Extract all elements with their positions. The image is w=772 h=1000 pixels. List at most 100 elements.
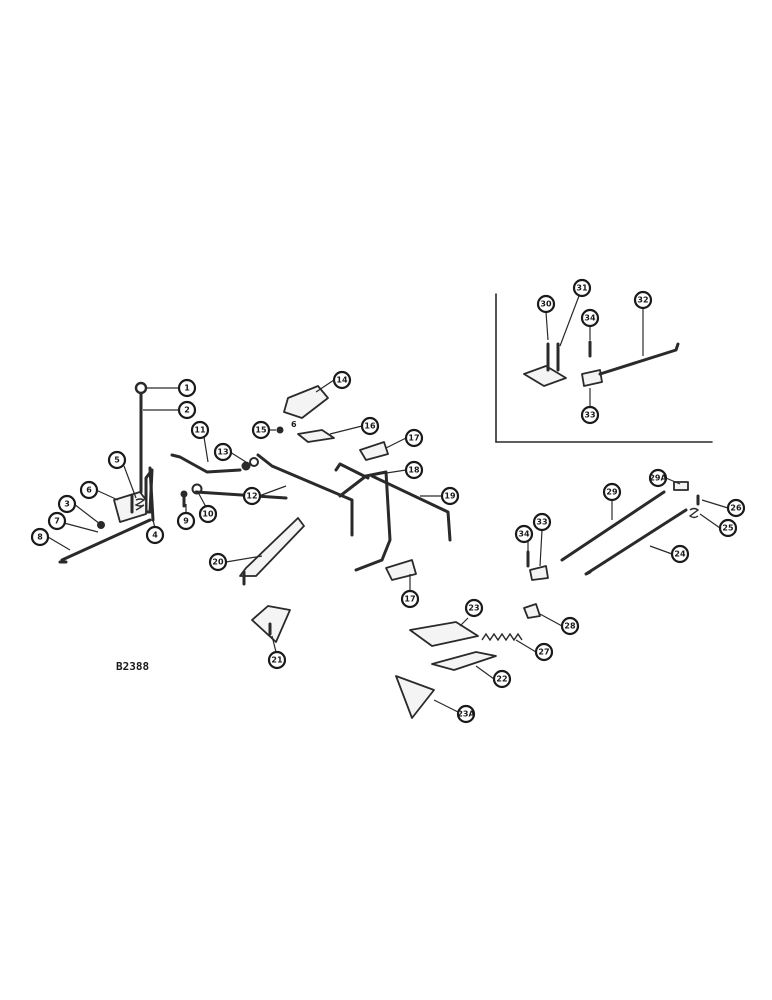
callout-label: 28 bbox=[564, 622, 576, 631]
part-20-arm bbox=[239, 517, 305, 586]
callout: 14 bbox=[332, 370, 352, 390]
part-16-bracket bbox=[297, 429, 335, 443]
callout-label: 21 bbox=[271, 656, 283, 665]
part-17-lower-clip bbox=[385, 559, 417, 581]
part-31-clevis bbox=[546, 342, 560, 372]
callout-label: 34 bbox=[584, 314, 596, 323]
callout-label: 31 bbox=[576, 284, 588, 293]
callout-label: 16 bbox=[364, 422, 376, 431]
part-22-plate bbox=[431, 651, 497, 671]
callout-label: 24 bbox=[674, 550, 686, 559]
stray-label: 6 bbox=[291, 420, 297, 429]
callout-label: 4 bbox=[152, 531, 158, 540]
part-30-plate bbox=[523, 365, 567, 387]
callout: 12 bbox=[242, 486, 262, 506]
part-12-rod bbox=[194, 453, 354, 537]
callout: 16 bbox=[360, 416, 380, 436]
callout: 31 bbox=[572, 278, 592, 298]
callout-label: 10 bbox=[202, 510, 214, 519]
callout: 32 bbox=[633, 290, 653, 310]
callout-label: 17 bbox=[408, 434, 419, 443]
callout: 27 bbox=[534, 642, 554, 662]
callout: 33 bbox=[532, 512, 552, 532]
part-15-bolt bbox=[276, 426, 284, 434]
part-29A-fitting bbox=[673, 481, 689, 491]
callout: 17 bbox=[404, 428, 424, 448]
callout-label: 14 bbox=[336, 376, 348, 385]
callout-label: 33 bbox=[584, 411, 595, 420]
part-23A-plate bbox=[395, 675, 435, 719]
callout: 20 bbox=[208, 552, 228, 572]
part-5-spring bbox=[134, 498, 146, 511]
callout: 10 bbox=[198, 504, 218, 524]
callout-label: 33 bbox=[536, 518, 547, 527]
callout: 13 bbox=[213, 442, 233, 462]
callout: 23A bbox=[456, 704, 475, 724]
callout-label: 6 bbox=[86, 486, 92, 495]
callout: 23 bbox=[464, 598, 484, 618]
callout-label: 12 bbox=[246, 492, 257, 501]
callout-label: 15 bbox=[255, 426, 267, 435]
callout-label: 7 bbox=[54, 517, 60, 526]
part-19-rod bbox=[370, 474, 452, 542]
callout-label: 17 bbox=[404, 595, 415, 604]
callout: 4 bbox=[145, 525, 165, 545]
callout: 8 bbox=[30, 527, 50, 547]
callout: 29 bbox=[602, 482, 622, 502]
callout-label: 27 bbox=[538, 648, 549, 657]
callout: 9 bbox=[176, 511, 196, 531]
callout: 7 bbox=[47, 511, 67, 531]
callout-label: 22 bbox=[496, 675, 507, 684]
part-7-8-shaft bbox=[58, 518, 152, 564]
callout-label: 3 bbox=[64, 500, 70, 509]
callout: 15 bbox=[251, 420, 271, 440]
leader-lines bbox=[47, 287, 729, 713]
part-33-lower-yoke bbox=[529, 565, 549, 581]
part-28-clip bbox=[523, 603, 541, 619]
part-23-plate bbox=[409, 621, 479, 647]
inset-frame bbox=[495, 293, 713, 443]
callout: 21 bbox=[267, 650, 287, 670]
part-14-plate bbox=[283, 385, 329, 419]
callout: 5 bbox=[107, 450, 127, 470]
part-32-rod bbox=[598, 342, 680, 376]
callout: 34 bbox=[514, 524, 534, 544]
callout: 1 bbox=[177, 378, 197, 398]
callout: 29A bbox=[648, 468, 667, 488]
callout-label: 20 bbox=[212, 558, 224, 567]
callout-label: 18 bbox=[408, 466, 420, 475]
figure-reference: B2388 bbox=[116, 660, 149, 673]
callout: 11 bbox=[190, 420, 210, 440]
callout: 34 bbox=[580, 308, 600, 328]
callout-label: 34 bbox=[518, 530, 530, 539]
callout: 22 bbox=[492, 669, 512, 689]
callout: 18 bbox=[404, 460, 424, 480]
part-4-bracket bbox=[144, 466, 155, 522]
callout: 26 bbox=[726, 498, 746, 518]
callout-label: 32 bbox=[637, 296, 648, 305]
callout: 33 bbox=[580, 405, 600, 425]
callout: 19 bbox=[440, 486, 460, 506]
part-24-rod bbox=[584, 508, 688, 576]
callout: 28 bbox=[560, 616, 580, 636]
callout-label: 30 bbox=[540, 300, 552, 309]
callout-label: 9 bbox=[183, 517, 189, 526]
callout: 30 bbox=[536, 294, 556, 314]
callout: 3 bbox=[57, 494, 77, 514]
callout-label: 25 bbox=[722, 524, 734, 533]
callout-label: 26 bbox=[730, 504, 742, 513]
callout-label: 23 bbox=[468, 604, 479, 613]
part-25-spring bbox=[688, 507, 700, 519]
callout: 25 bbox=[718, 518, 738, 538]
callout-label: 1 bbox=[184, 384, 190, 393]
part-11-link bbox=[170, 453, 242, 474]
callout: 24 bbox=[670, 544, 690, 564]
part-27-spring bbox=[481, 632, 523, 642]
part-33-inset-yoke bbox=[581, 369, 603, 387]
callout-label: 13 bbox=[217, 448, 228, 457]
part-9-bolt bbox=[180, 490, 188, 508]
part-29-rod bbox=[560, 490, 666, 562]
part-13-washers bbox=[241, 457, 259, 471]
part-17-upper-clip bbox=[359, 441, 389, 461]
part-1-eye bbox=[134, 381, 148, 395]
